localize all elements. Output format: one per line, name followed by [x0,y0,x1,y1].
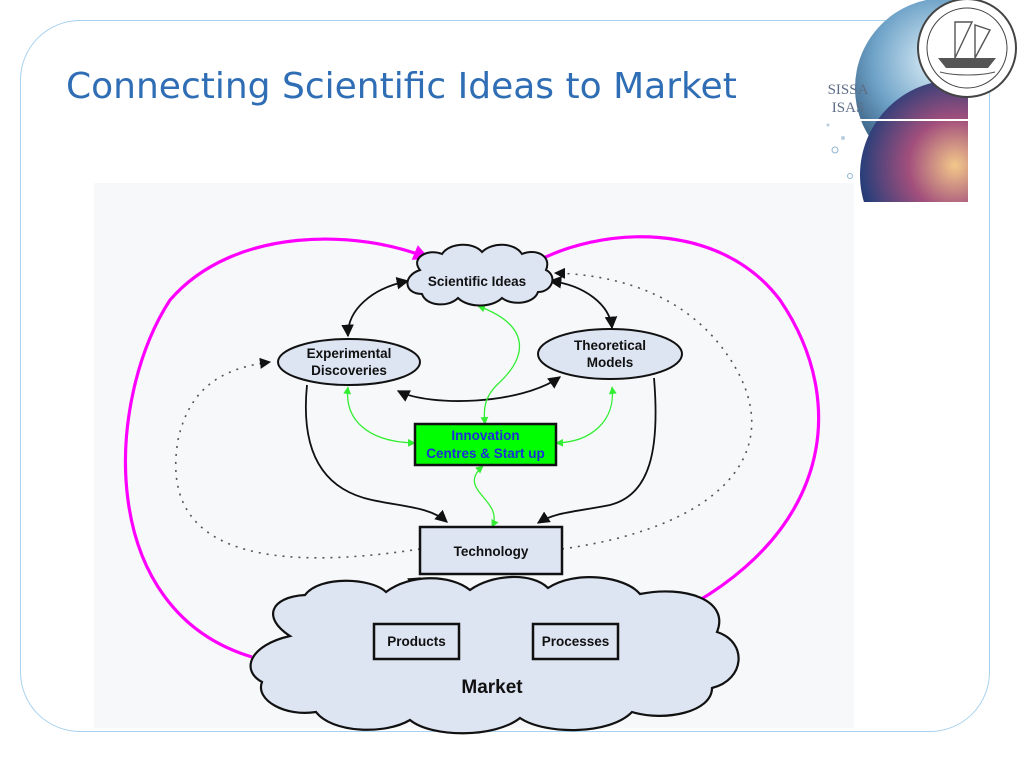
feedback-arrow-left [124,237,430,659]
scientific-ideas-label: Scientific Ideas [428,274,526,289]
theoretical-models-label-line2: Models [587,355,634,370]
market-cloud [249,575,740,735]
dotted-link-right [553,267,753,550]
green-arrow-innovation-technology [473,465,499,528]
green-arrow-experimental-innovation [343,386,416,447]
processes-label: Processes [542,634,610,649]
market-label: Market [461,677,523,698]
theoretical-models-node [537,328,683,380]
processes-node [531,622,620,661]
innovation-centres-label-line2: Centres & Start up [426,446,545,461]
technology-label: Technology [454,544,529,559]
products-label: Products [387,634,446,649]
innovation-centres-node [413,422,558,467]
slide-title: Connecting Scientific Ideas to Market [66,66,737,107]
dotted-link-left [175,357,421,559]
green-arrow-theoretical-innovation [555,386,617,447]
feedback-arrow-right [529,235,821,640]
green-arrow-ideas-innovation [477,304,521,425]
experimental-discoveries-label-line1: Experimental [307,346,392,361]
products-node [372,622,461,661]
arrow-experimental-theoretical [396,376,562,402]
experimental-discoveries-node [277,338,421,386]
innovation-centres-label-line1: Innovation [451,428,519,443]
arrow-ideas-experimental [341,276,410,338]
arrow-ideas-theoretical [548,276,618,330]
technology-node [418,525,564,576]
scientific-ideas-cloud [406,243,554,307]
arrow-theoretical-technology [536,377,657,524]
experimental-discoveries-label-line2: Discoveries [311,363,387,378]
theoretical-models-label-line1: Theoretical [574,338,646,353]
arrow-experimental-technology [305,384,448,523]
